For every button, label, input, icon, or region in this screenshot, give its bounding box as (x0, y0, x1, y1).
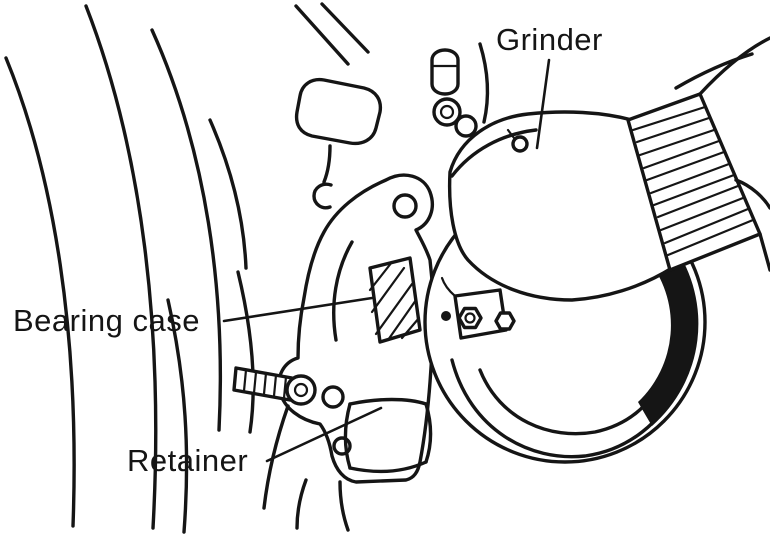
grinder-label: Grinder (496, 22, 603, 57)
small-bolt-top (430, 48, 460, 96)
grip-ribs (631, 105, 755, 257)
small-bolt-low (454, 114, 478, 138)
fender-arcs (4, 4, 255, 534)
grinder-leader-line (535, 58, 551, 150)
bearing-case-outline (277, 173, 436, 484)
clamp-hex-nut (457, 306, 483, 330)
hub-arc (332, 240, 354, 342)
guard-shadow-crescent (638, 246, 699, 426)
bearing-case-drawing (232, 173, 436, 532)
leader-lines (222, 58, 551, 463)
retainer-label: Retainer (127, 443, 249, 478)
spindle-clamp (440, 276, 516, 340)
housing-top-port (511, 135, 529, 153)
small-bolt-mid (432, 97, 462, 127)
stud-flange (285, 374, 317, 406)
casting-mark (312, 182, 333, 210)
bearing-case-label: Bearing case (13, 303, 200, 338)
stud-threads (242, 368, 288, 400)
clamp-hex-nut-2 (494, 311, 516, 331)
bolt-hole-top (392, 193, 418, 219)
knuckle-details (294, 2, 490, 210)
clamp-pin (441, 311, 451, 321)
strut-bracket (294, 77, 383, 146)
retainer-drawing (343, 397, 433, 474)
bolt-hole-bottom (332, 436, 352, 456)
hatch-window (368, 256, 422, 344)
retainer-leader-line (265, 406, 383, 463)
hatch-lines (368, 260, 421, 342)
grinder-body (447, 110, 674, 302)
housing-top-face (450, 128, 538, 178)
bolt-hole-lower (321, 385, 345, 409)
operator-arm (674, 36, 770, 272)
motor-housing (447, 110, 674, 302)
bearing-case-leader-line (222, 296, 374, 323)
